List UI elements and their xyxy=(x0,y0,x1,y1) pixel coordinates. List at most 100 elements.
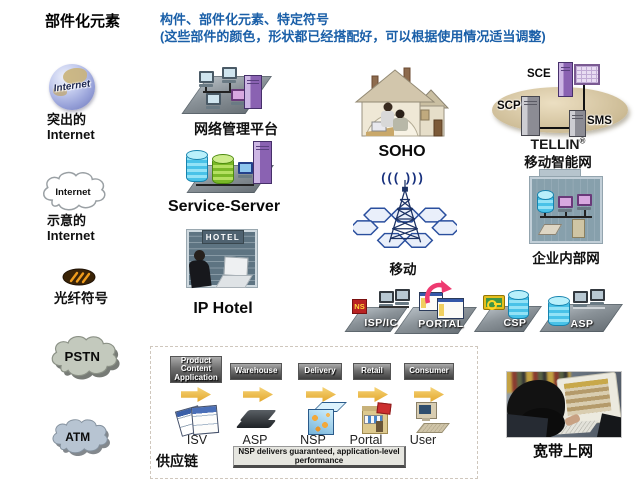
subtitle-line2: (这些部件的颜色，形状都已经搭配好，可以根据使用情况适当调整) xyxy=(160,29,546,44)
database-cylinder-icon xyxy=(508,290,529,319)
workstation-icon xyxy=(395,289,410,305)
person-head xyxy=(383,102,393,112)
asp-platform-label: ASP xyxy=(570,318,594,330)
sms-label: SMS xyxy=(587,115,612,127)
network-cable xyxy=(229,81,231,92)
workstation-icon xyxy=(590,289,605,305)
actor-label: ASP xyxy=(242,433,268,447)
window xyxy=(420,109,430,121)
cloud-outline xyxy=(42,171,106,211)
database-cylinder-icon xyxy=(548,296,570,326)
soho-label: SOHO xyxy=(378,143,426,160)
main-roof xyxy=(354,69,436,103)
stage-bar: Warehouse xyxy=(230,363,282,380)
actor-label: ISV xyxy=(186,433,208,447)
globe-label-line1: 突出的 xyxy=(47,112,87,127)
photo-chair xyxy=(596,413,621,437)
supply-chain-box xyxy=(150,346,478,479)
person-head xyxy=(395,109,405,119)
person-body xyxy=(381,111,394,127)
key-bow xyxy=(487,300,497,310)
asp-laptop-icon xyxy=(235,408,278,434)
actor-label: Portal xyxy=(349,433,383,447)
browser-window-icon xyxy=(437,298,464,319)
server-tower-icon xyxy=(244,75,262,109)
tellin-label: 移动智能网 xyxy=(524,155,592,170)
portal-store-icon xyxy=(360,402,392,434)
workstation-icon xyxy=(199,71,214,87)
csp-platform-label: CSP xyxy=(503,317,527,329)
ip-hotel-label: IP Hotel xyxy=(193,300,253,317)
cloud-label-line1: 示意的 xyxy=(47,213,87,228)
monitor-screen xyxy=(419,405,431,414)
atm-cloud-icon: ATM xyxy=(52,419,110,457)
mobile-tower-icon xyxy=(353,179,457,248)
sce-server-icon xyxy=(558,62,573,97)
pstn-cloud-icon: PSTN xyxy=(51,335,120,380)
radio-waves: ((( ))) xyxy=(381,170,425,185)
isp-logo: NS xyxy=(352,299,367,314)
database-cylinder-icon xyxy=(212,154,234,184)
network-platform-label: 网络管理平台 xyxy=(194,121,278,137)
isv-magazines-icon xyxy=(174,404,220,437)
supply-chain-label: 供应链 xyxy=(156,453,198,469)
intranet-cable xyxy=(584,210,586,216)
server-tower-icon xyxy=(253,141,272,184)
intranet-label: 企业内部网 xyxy=(532,251,600,266)
globe-text: Internet xyxy=(53,78,91,95)
broadband-label: 宽带上网 xyxy=(532,443,593,460)
magazine xyxy=(190,404,220,436)
tower-lattice xyxy=(388,179,422,243)
pstn-cloud-body xyxy=(51,335,118,377)
keyboard xyxy=(416,423,450,433)
arrow-head xyxy=(441,280,452,293)
internet-globe-icon: Internet xyxy=(49,64,95,110)
nsp-note-line1: NSP delivers guaranteed, application-lev… xyxy=(238,447,400,456)
hotel-sign: HOTEL xyxy=(202,230,244,244)
cloud-label-line2: Internet xyxy=(47,228,95,243)
cloud-text: Internet xyxy=(55,187,91,198)
sce-monitor-icon xyxy=(574,64,600,85)
nsp-note-line2: performance xyxy=(294,456,344,465)
workstation-icon xyxy=(206,93,221,109)
broadband-photo xyxy=(507,372,621,437)
monitor-base xyxy=(422,418,430,421)
fiber-label: 光纤符号 xyxy=(54,291,108,306)
stage-bar: Retail xyxy=(353,363,391,380)
tellin-name: TELLIN® xyxy=(503,136,613,152)
tellin-trademark: ® xyxy=(579,136,586,146)
asp-cable xyxy=(573,307,605,309)
fiber-stripes xyxy=(69,271,91,284)
user-computer-icon xyxy=(412,402,450,434)
database-cylinder-icon xyxy=(186,150,208,182)
database-cylinder-icon xyxy=(537,190,554,213)
intranet-cable xyxy=(544,210,546,216)
stage-bar: Product Content Application xyxy=(170,356,222,383)
console-icon xyxy=(231,89,246,105)
mobile-label: 移动 xyxy=(389,262,417,277)
cube-face xyxy=(308,409,334,435)
scp-label: SCP xyxy=(497,100,521,112)
stage-bar: Delivery xyxy=(298,363,342,380)
photo-screen xyxy=(563,378,612,416)
tellin-link xyxy=(538,127,570,129)
tellin-link xyxy=(583,82,585,114)
key-folder-icon xyxy=(483,295,505,310)
pstn-text: PSTN xyxy=(65,349,100,364)
isp-cable xyxy=(379,306,409,308)
hotel-person-head xyxy=(194,250,205,261)
person-body xyxy=(393,118,408,131)
hotel-person-body xyxy=(188,258,212,289)
workstation-icon xyxy=(238,162,253,178)
globe-label: 突出的 Internet xyxy=(47,112,95,142)
tellin-name-text: TELLIN xyxy=(530,136,580,152)
nsp-cube-icon xyxy=(306,402,347,435)
soho-house-icon xyxy=(354,67,449,137)
nsp-note: NSP delivers guaranteed, application-lev… xyxy=(233,446,406,468)
sms-server-icon xyxy=(569,110,586,137)
globe-landmass xyxy=(63,68,87,84)
laptop-base xyxy=(235,420,277,428)
isp-platform-label: ISP/IC xyxy=(364,317,398,329)
workstation-icon xyxy=(379,291,394,307)
store-sign xyxy=(376,402,392,415)
